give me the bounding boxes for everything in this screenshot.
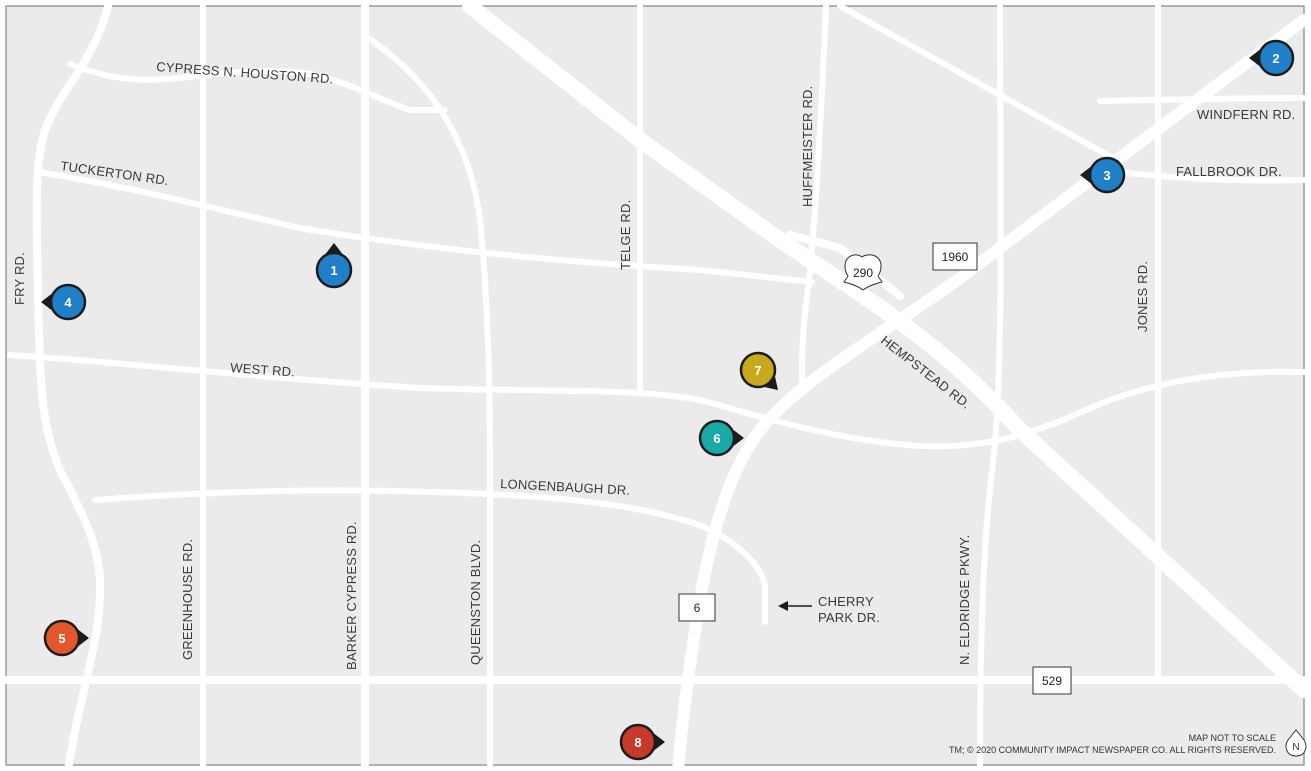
- label-queenston: QUEENSTON BLVD.: [468, 540, 483, 665]
- map-pin-circle: [1088, 156, 1126, 194]
- map-pin-5[interactable]: 5: [43, 619, 89, 657]
- shield-fm-529-text: 529: [1042, 674, 1062, 688]
- label-greenhouse: GREENHOUSE RD.: [180, 539, 195, 660]
- map-pin-number: 8: [634, 735, 641, 750]
- shield-fm-529: 529: [1032, 666, 1072, 695]
- shield-sh-6-text: 6: [694, 601, 701, 615]
- map-pin-circle: [315, 251, 353, 289]
- label-windfern: WINDFERN RD.: [1197, 107, 1295, 122]
- map-pin-circle: [739, 351, 777, 389]
- map-pin-number: 7: [754, 363, 761, 378]
- map-pin-number: 4: [64, 295, 72, 310]
- map-footer: MAP NOT TO SCALE TM; © 2020 COMMUNITY IM…: [949, 729, 1307, 757]
- copyright-note: TM; © 2020 COMMUNITY IMPACT NEWSPAPER CO…: [949, 745, 1276, 755]
- road-n-eldridge: [977, 3, 1004, 771]
- road-west: [7, 352, 1307, 450]
- cherry-park-arrowhead: [778, 601, 788, 611]
- map-pin-6[interactable]: 6: [698, 419, 744, 457]
- north-arrow-icon: N: [1285, 729, 1307, 757]
- map-pin-number: 3: [1103, 168, 1110, 183]
- map-pin-number: 6: [713, 431, 720, 446]
- map-pin-1[interactable]: 1: [315, 243, 353, 289]
- label-fallbrook: FALLBROOK DR.: [1176, 164, 1282, 179]
- label-longenbaugh: LONGENBAUGH DR.: [500, 476, 631, 498]
- road-cypress-n-houston: [67, 61, 448, 113]
- map-land: [5, 5, 1305, 766]
- label-fry: FRY RD.: [12, 252, 27, 305]
- map-pin-circle: [43, 619, 81, 657]
- road-fallbrook: [1117, 169, 1307, 184]
- label-west: WEST RD.: [230, 360, 296, 379]
- map-pin-7[interactable]: 7: [739, 351, 778, 390]
- map-pin-number: 2: [1272, 51, 1279, 66]
- north-arrow-letter: N: [1292, 742, 1299, 753]
- label-n-eldridge: N. ELDRIDGE PKWY.: [957, 535, 972, 665]
- shield-sh-6: 6: [678, 593, 716, 622]
- map-pin-circle: [49, 283, 87, 321]
- shield-fm-1960-text: 1960: [942, 250, 969, 264]
- road-ne-diagonal: [837, 3, 1123, 165]
- not-to-scale-note: MAP NOT TO SCALE: [1189, 733, 1276, 743]
- map-pin-circle: [698, 419, 736, 457]
- map-pin-4[interactable]: 4: [41, 283, 87, 321]
- road-queenston-curve: [365, 35, 493, 463]
- shield-fm-1960: 1960: [932, 242, 978, 271]
- map-pin-circle: [619, 723, 657, 761]
- route-shields: 290 1960 6 529: [678, 242, 1072, 695]
- label-jones: JONES RD.: [1135, 261, 1150, 332]
- shield-us-290: 290: [843, 254, 883, 291]
- map-pin-2[interactable]: 2: [1249, 39, 1295, 77]
- map-pin-circle: [1257, 39, 1295, 77]
- road-longenbaugh: [92, 487, 768, 625]
- label-huffmeister: HUFFMEISTER RD.: [800, 86, 815, 207]
- map-pin-3[interactable]: 3: [1080, 156, 1126, 194]
- road-tuckerton: [35, 169, 815, 285]
- map-pin-number: 1: [330, 263, 337, 278]
- map-pin-number: 5: [58, 631, 65, 646]
- label-barker-cypress: BARKER CYPRESS RD.: [344, 521, 359, 670]
- label-cherry-park-2: PARK DR.: [818, 610, 880, 625]
- road-fry: [32, 2, 112, 771]
- label-cherry-park-1: CHERRY: [818, 594, 874, 609]
- map-pin-8[interactable]: 8: [619, 723, 665, 761]
- label-telge: TELGE RD.: [618, 200, 633, 270]
- shield-us-290-text: 290: [853, 266, 873, 280]
- location-pins: 1 2 3 4 5 6 7 8: [41, 39, 1295, 761]
